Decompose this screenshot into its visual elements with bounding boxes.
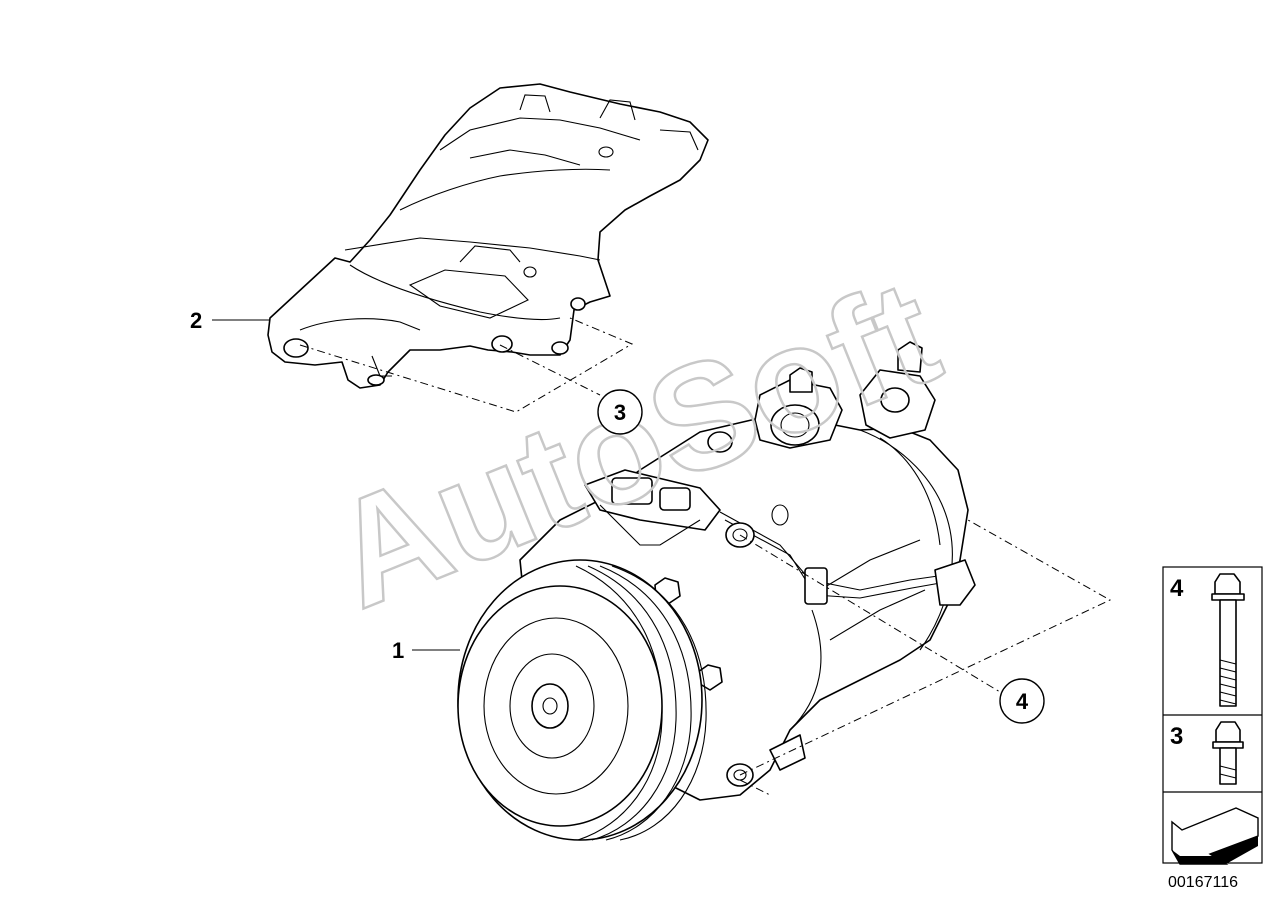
short-bolt-icon [1212,721,1244,785]
callout-4[interactable]: 4 [999,678,1045,724]
svg-text:4: 4 [1170,575,1184,602]
legend-panel: 4 3 [1162,566,1263,865]
document-number: 00167116 [1168,874,1238,891]
svg-text:1: 1 [392,638,404,663]
mounting-bracket[interactable] [267,83,709,389]
svg-text:3: 3 [614,400,626,425]
ac-compressor[interactable] [457,341,976,841]
svg-text:2: 2 [190,308,202,333]
callout-1[interactable]: 1 [392,638,460,663]
callout-3[interactable]: 3 [597,389,643,435]
long-bolt-icon [1211,573,1245,707]
svg-text:3: 3 [1170,723,1183,750]
svg-text:4: 4 [1016,689,1029,714]
legend-item-4[interactable]: 4 [1170,573,1245,707]
legend-item-3[interactable]: 3 [1170,721,1244,785]
direction-arrow-icon [1171,807,1259,865]
callout-2[interactable]: 2 [190,308,270,333]
